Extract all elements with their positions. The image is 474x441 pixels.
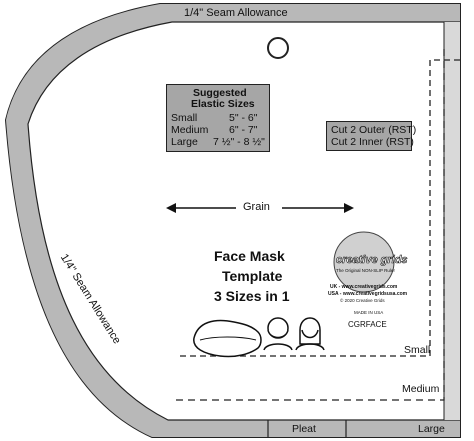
hang-hole (267, 37, 289, 59)
logo-tagline: The Original NON-SLIP Ruler (336, 268, 395, 273)
logo-usa: USA - www.creativegridsusa.com (328, 291, 408, 297)
pleat-label: Pleat (292, 423, 316, 435)
size-label-small: Small (404, 344, 431, 356)
ruler-outline (4, 3, 461, 438)
grain-arrow-right (344, 203, 354, 213)
elastic-title-line2: Elastic Sizes (191, 98, 255, 110)
grain-label: Grain (243, 201, 270, 213)
person-mask-icon-2 (295, 317, 325, 351)
elastic-size-medium: Medium (171, 124, 209, 136)
cut-line2: Cut 2 Inner (RST) (331, 136, 414, 148)
cut-line1: Cut 2 Outer (RST) (331, 124, 417, 136)
elastic-range-small: 5" - 6" (229, 112, 258, 124)
elastic-sizes-box: Suggested Elastic Sizes Small 5" - 6" Me… (166, 84, 270, 152)
right-strip (444, 22, 460, 420)
elastic-title-line1: Suggested (193, 87, 247, 99)
logo-made-in: MADE IN USA (354, 310, 384, 315)
elastic-range-large: 7 ½" - 8 ½" (213, 136, 265, 148)
seam-inner-line (27, 21, 460, 421)
logo-circle (333, 231, 395, 293)
medium-line (176, 44, 445, 401)
small-line (180, 59, 460, 357)
person-mask-icon-1 (263, 317, 293, 351)
elastic-range-medium: 6" - 7" (229, 124, 258, 136)
grain-arrow-left (166, 203, 176, 213)
size-label-medium: Medium (402, 383, 440, 395)
title-line2: Template (222, 268, 283, 284)
product-code: CGRFACE (348, 320, 387, 329)
cut-instructions-box: Cut 2 Outer (RST) Cut 2 Inner (RST) (326, 121, 416, 151)
title-line3: 3 Sizes in 1 (214, 288, 290, 304)
seam-allowance-top-label: 1/4" Seam Allowance (184, 7, 288, 19)
logo-brand: creative grids (336, 254, 408, 267)
mask-illustration (193, 319, 262, 358)
title-line1: Face Mask (214, 248, 285, 264)
logo-uk: UK - www.creativegrids.com (330, 284, 398, 290)
logo-copyright: © 2020 Creative Grids (340, 298, 385, 303)
elastic-size-small: Small (171, 112, 198, 124)
size-label-large: Large (418, 423, 445, 435)
elastic-size-large: Large (171, 136, 198, 148)
